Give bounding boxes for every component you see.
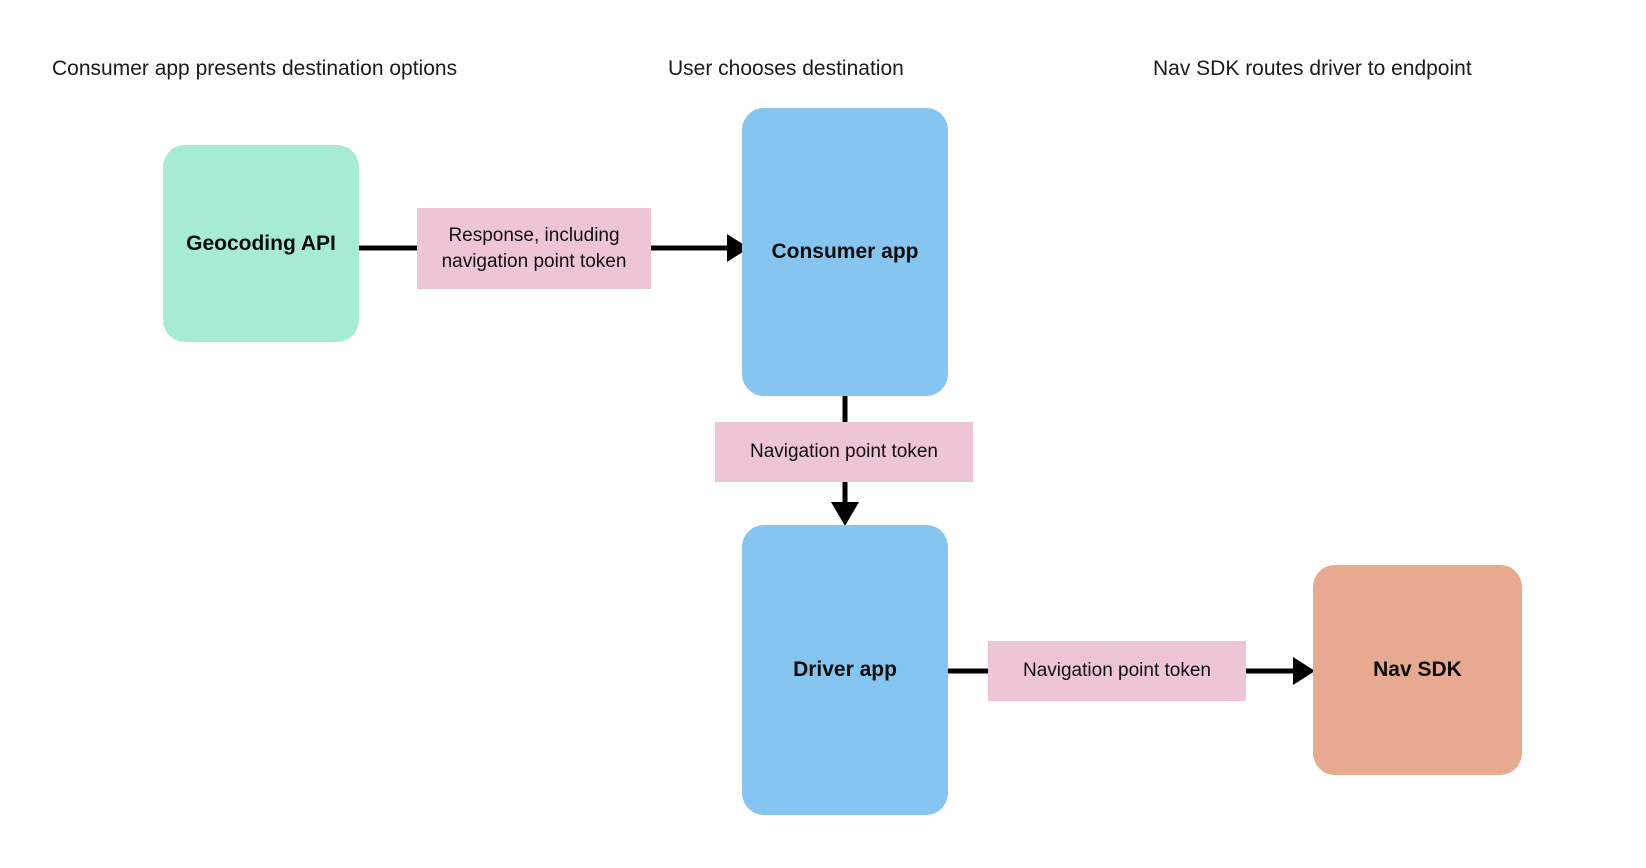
- column-header-consumer-app-presents-destination-options: Consumer app presents destination option…: [52, 57, 458, 80]
- edge-label-navigation-point-token-consumer-to-driver: Navigation point token: [715, 422, 973, 482]
- node-driver-app-label: Driver app: [793, 658, 897, 681]
- node-geocoding-api-label: Geocoding API: [186, 231, 336, 255]
- node-consumer-app[interactable]: Consumer app: [742, 108, 948, 396]
- column-header-user-chooses-destination: User chooses destination: [668, 57, 904, 80]
- node-consumer-app-label: Consumer app: [771, 240, 919, 263]
- edge-label-token-driver-navsdk-text: Navigation point token: [1022, 660, 1211, 681]
- edge-label-navigation-point-token-driver-to-nav-sdk: Navigation point token: [988, 641, 1246, 701]
- column-header-nav-sdk-routes-driver-to-endpoint: Nav SDK routes driver to endpoint: [1153, 57, 1472, 80]
- node-nav-sdk-label: Nav SDK: [1373, 658, 1462, 681]
- edge-label-response-including-navigation-point-token: Response, including navigation point tok…: [417, 208, 651, 289]
- node-geocoding-api[interactable]: Geocoding API: [163, 145, 359, 342]
- edge-label-response-text: Response, including navigation point tok…: [441, 224, 627, 272]
- node-driver-app[interactable]: Driver app: [742, 525, 948, 815]
- node-nav-sdk[interactable]: Nav SDK: [1313, 565, 1522, 775]
- edge-label-token-consumer-driver-text: Navigation point token: [749, 441, 938, 462]
